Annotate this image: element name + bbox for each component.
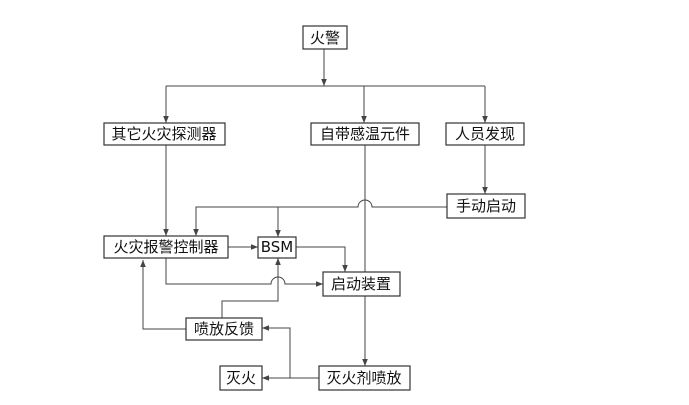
- edge-feedback-to-bsm: [221, 258, 281, 318]
- node-label: 火警: [310, 29, 340, 47]
- connectors: [140, 49, 488, 381]
- node-agent-spray: 灭火剂喷放: [318, 365, 411, 391]
- edge-bsm-to-start-device: [296, 246, 348, 272]
- node-label: 自带感温元件: [320, 125, 410, 143]
- node-label: 启动装置: [331, 275, 391, 293]
- node-fire-alarm: 火警: [302, 25, 348, 50]
- node-spray-feedback: 喷放反馈: [185, 317, 263, 341]
- node-other-detectors: 其它火灾探测器: [103, 122, 226, 146]
- node-start-device: 启动装置: [322, 271, 401, 297]
- node-self-sensing-element: 自带感温元件: [310, 122, 420, 146]
- node-label: 喷放反馈: [194, 320, 254, 338]
- node-fire-alarm-controller: 火灾报警控制器: [103, 235, 229, 259]
- node-label: 灭火剂喷放: [326, 369, 401, 387]
- edge-feedback-to-controller: [140, 260, 186, 330]
- node-manual-start: 手动启动: [446, 193, 526, 219]
- node-label: 灭火: [226, 369, 256, 387]
- node-label: 其它火灾探测器: [111, 125, 216, 143]
- node-extinguish: 灭火: [219, 365, 263, 391]
- node-bsm: BSM: [257, 236, 297, 259]
- edge-controller-to-start-device: [165, 258, 323, 287]
- node-label: 手动启动: [456, 197, 516, 215]
- node-personnel-discovery: 人员发现: [445, 122, 525, 146]
- node-label: BSM: [261, 238, 294, 256]
- edge-manual-start-bus: [193, 199, 448, 236]
- edge-agent-spray-to-feedback: [262, 325, 319, 379]
- node-label: 人员发现: [455, 125, 515, 143]
- node-label: 火灾报警控制器: [113, 238, 218, 256]
